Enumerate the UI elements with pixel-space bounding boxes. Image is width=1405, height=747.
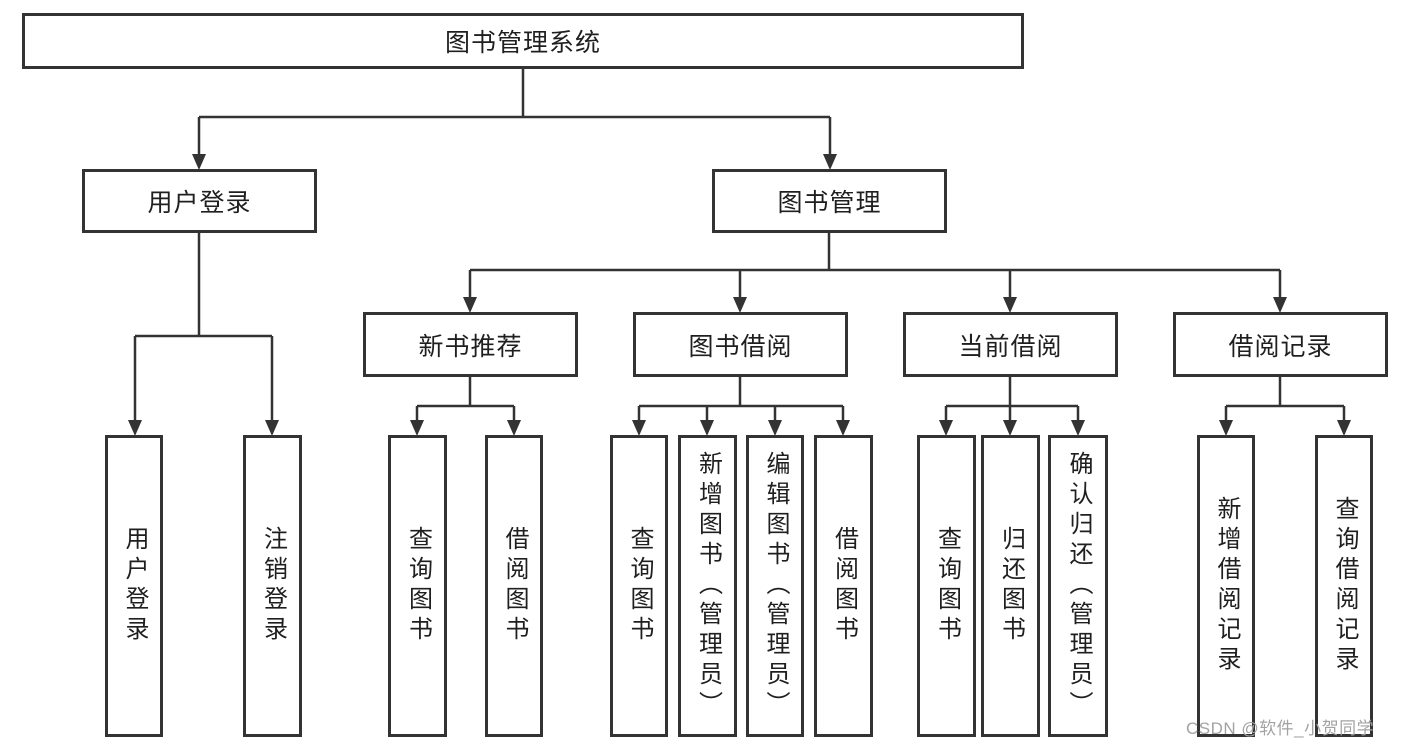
- node-book-management: 图书管理: [712, 169, 947, 233]
- arrowhead-icons: [128, 154, 1351, 436]
- leaf-borrow-borrow-books: 借阅图书: [814, 435, 873, 737]
- connector-segments: [133, 69, 1346, 422]
- leaf-logout: 注销登录: [243, 435, 302, 737]
- leaf-current-confirm-return-admin: 确认归还（管理员）: [1048, 435, 1108, 737]
- leaf-borrow-edit-books-admin: 编辑图书（管理员）: [746, 435, 804, 737]
- leaf-record-query-borrow-record: 查询借阅记录: [1315, 435, 1373, 737]
- leaf-newrec-query-books: 查询图书: [388, 435, 447, 737]
- leaf-current-return-books: 归还图书: [981, 435, 1040, 737]
- leaf-newrec-borrow-books: 借阅图书: [485, 435, 543, 737]
- leaf-current-query-books: 查询图书: [917, 435, 976, 737]
- node-current-borrowing: 当前借阅: [903, 312, 1118, 377]
- csdn-watermark: CSDN @软件_小贺同学: [1186, 719, 1375, 738]
- node-library-management-system: 图书管理系统: [22, 13, 1024, 69]
- node-borrowing-records: 借阅记录: [1173, 312, 1388, 377]
- node-book-borrowing: 图书借阅: [633, 312, 848, 377]
- leaf-user-login: 用户登录: [105, 435, 163, 737]
- leaf-borrow-query-books: 查询图书: [610, 435, 668, 737]
- leaf-record-add-borrow-record: 新增借阅记录: [1197, 435, 1255, 737]
- node-user-login: 用户登录: [82, 169, 317, 233]
- node-new-book-recommend: 新书推荐: [363, 312, 578, 377]
- leaf-borrow-add-books-admin: 新增图书（管理员）: [678, 435, 737, 737]
